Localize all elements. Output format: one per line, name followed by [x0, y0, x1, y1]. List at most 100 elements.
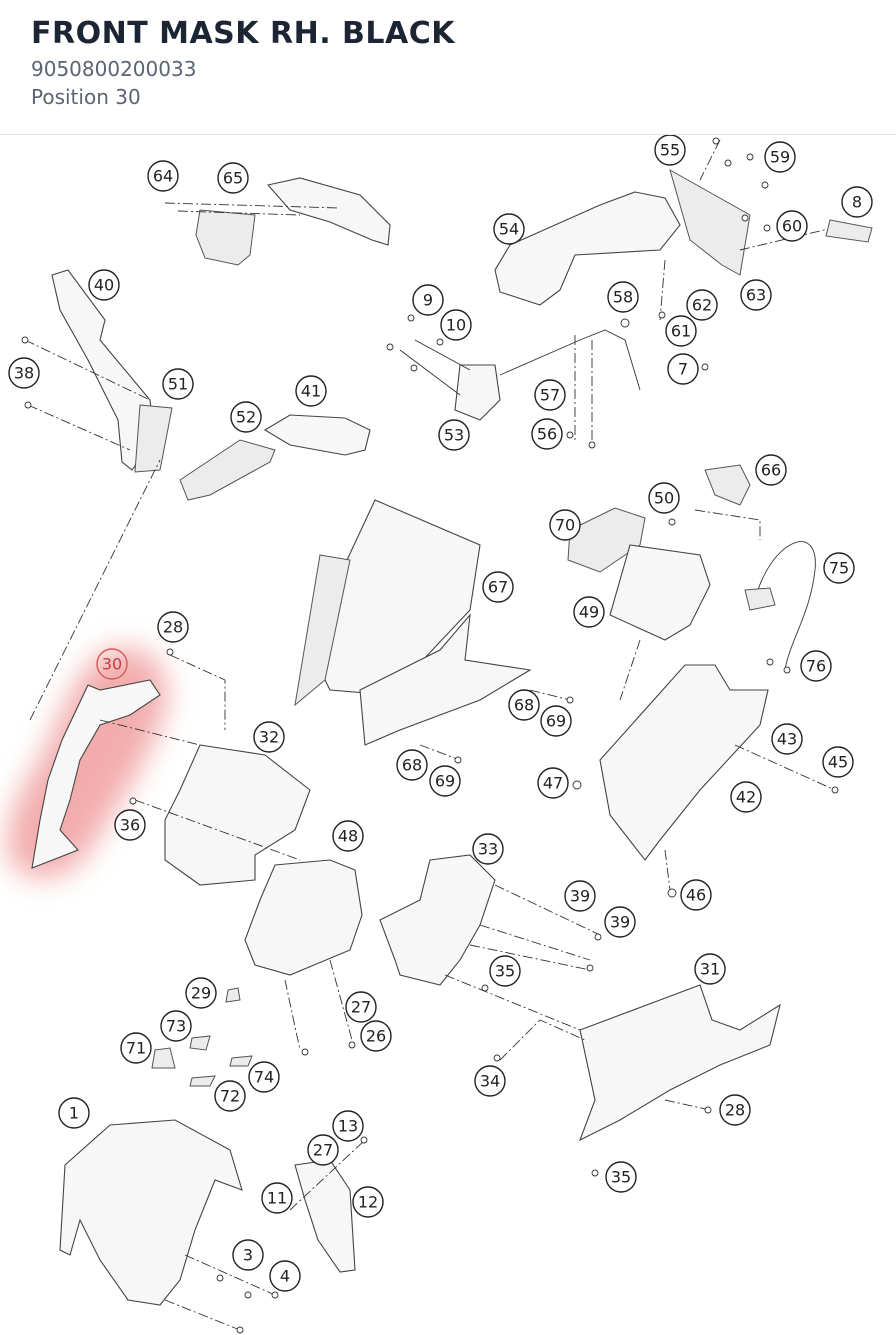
callout-43[interactable]: 43 [771, 723, 803, 755]
callout-33[interactable]: 33 [472, 833, 504, 865]
svg-text:33: 33 [478, 840, 498, 859]
part-67[interactable] [294, 499, 571, 761]
callout-12[interactable]: 12 [352, 1186, 384, 1218]
callout-28[interactable]: 28 [157, 611, 189, 643]
svg-text:30: 30 [102, 655, 122, 674]
callout-35b[interactable]: 35 [605, 1161, 637, 1193]
callout-66[interactable]: 66 [755, 454, 787, 486]
svg-text:10: 10 [446, 316, 466, 335]
callout-32[interactable]: 32 [253, 721, 285, 753]
callout-69b[interactable]: 69 [429, 765, 461, 797]
callout-71[interactable]: 71 [120, 1032, 152, 1064]
svg-text:64: 64 [153, 167, 173, 186]
callout-38[interactable]: 38 [8, 357, 40, 389]
callout-34[interactable]: 34 [474, 1065, 506, 1097]
callout-74[interactable]: 74 [248, 1061, 280, 1093]
part-32[interactable] [134, 654, 311, 886]
callout-29[interactable]: 29 [185, 977, 217, 1009]
callout-40[interactable]: 40 [88, 269, 120, 301]
part-42[interactable] [599, 664, 836, 891]
callout-69[interactable]: 69 [540, 705, 572, 737]
callout-27b[interactable]: 27 [307, 1134, 339, 1166]
svg-text:9: 9 [423, 291, 433, 310]
callout-60[interactable]: 60 [776, 210, 808, 242]
callout-27[interactable]: 27 [345, 991, 377, 1023]
svg-text:40: 40 [94, 276, 114, 295]
callout-70[interactable]: 70 [549, 509, 581, 541]
part-66[interactable] [704, 464, 816, 671]
callout-49[interactable]: 49 [573, 596, 605, 628]
callout-41[interactable]: 41 [295, 375, 327, 407]
svg-text:35: 35 [495, 962, 515, 981]
svg-text:27: 27 [351, 998, 371, 1017]
part-12[interactable] [289, 1139, 366, 1273]
callout-64[interactable]: 64 [147, 160, 179, 192]
callout-50[interactable]: 50 [648, 482, 680, 514]
svg-text:45: 45 [828, 753, 848, 772]
callout-30-highlighted[interactable]: 30 [96, 648, 128, 680]
callout-53[interactable]: 53 [438, 419, 470, 451]
callout-3[interactable]: 3 [232, 1239, 264, 1271]
part-54[interactable] [494, 139, 846, 321]
callout-57[interactable]: 57 [534, 379, 566, 411]
part-48[interactable] [244, 859, 363, 1051]
callout-55[interactable]: 55 [654, 135, 686, 166]
callout-52[interactable]: 52 [230, 401, 262, 433]
callout-13[interactable]: 13 [332, 1110, 364, 1142]
callout-39b[interactable]: 39 [604, 906, 636, 938]
callout-31[interactable]: 31 [694, 953, 726, 985]
callout-46[interactable]: 46 [680, 879, 712, 911]
part-53[interactable] [399, 329, 641, 445]
callout-42[interactable]: 42 [730, 781, 762, 813]
svg-text:65: 65 [223, 169, 243, 188]
part-8[interactable] [825, 219, 873, 243]
callout-28b[interactable]: 28 [719, 1094, 751, 1126]
part-number: 9050800200033 [31, 57, 197, 81]
svg-text:69: 69 [435, 772, 455, 791]
callout-39[interactable]: 39 [564, 880, 596, 912]
callout-45[interactable]: 45 [822, 746, 854, 778]
callout-8[interactable]: 8 [841, 186, 873, 218]
part-1-front-fender[interactable] [59, 1119, 276, 1331]
part-31[interactable] [444, 974, 781, 1142]
callout-35[interactable]: 35 [489, 955, 521, 987]
callout-26[interactable]: 26 [360, 1020, 392, 1052]
svg-text:27: 27 [313, 1141, 333, 1160]
callout-59[interactable]: 59 [764, 141, 796, 173]
part-51[interactable] [134, 404, 173, 473]
callout-63[interactable]: 63 [740, 279, 772, 311]
callout-62[interactable]: 62 [686, 289, 718, 321]
callout-56[interactable]: 56 [531, 418, 563, 450]
callout-72[interactable]: 72 [214, 1080, 246, 1112]
callout-58[interactable]: 58 [607, 281, 639, 313]
part-65[interactable] [164, 177, 391, 266]
callout-4[interactable]: 4 [269, 1260, 301, 1292]
part-30-front-mask-rh[interactable] [29, 459, 201, 869]
part-40[interactable] [24, 269, 156, 471]
callout-7[interactable]: 7 [667, 353, 699, 385]
callout-48[interactable]: 48 [332, 820, 364, 852]
small-parts-71-74[interactable] [151, 987, 253, 1087]
part-33[interactable] [379, 854, 601, 986]
svg-text:46: 46 [686, 886, 706, 905]
callout-68[interactable]: 68 [508, 689, 540, 721]
callout-51[interactable]: 51 [162, 368, 194, 400]
callout-76[interactable]: 76 [800, 650, 832, 682]
callout-9[interactable]: 9 [412, 284, 444, 316]
callout-73[interactable]: 73 [160, 1010, 192, 1042]
part-49[interactable] [567, 507, 761, 701]
callout-65[interactable]: 65 [217, 162, 249, 194]
svg-text:36: 36 [120, 816, 140, 835]
callout-54[interactable]: 54 [493, 213, 525, 245]
callout-1[interactable]: 1 [58, 1097, 90, 1129]
svg-text:71: 71 [126, 1039, 146, 1058]
callout-11[interactable]: 11 [261, 1182, 293, 1214]
callout-67[interactable]: 67 [482, 571, 514, 603]
callout-61[interactable]: 61 [665, 315, 697, 347]
callout-10[interactable]: 10 [440, 309, 472, 341]
callout-36[interactable]: 36 [114, 809, 146, 841]
callout-68b[interactable]: 68 [396, 749, 428, 781]
callout-47[interactable]: 47 [537, 767, 569, 799]
part-41[interactable] [179, 414, 371, 501]
callout-75[interactable]: 75 [823, 552, 855, 584]
